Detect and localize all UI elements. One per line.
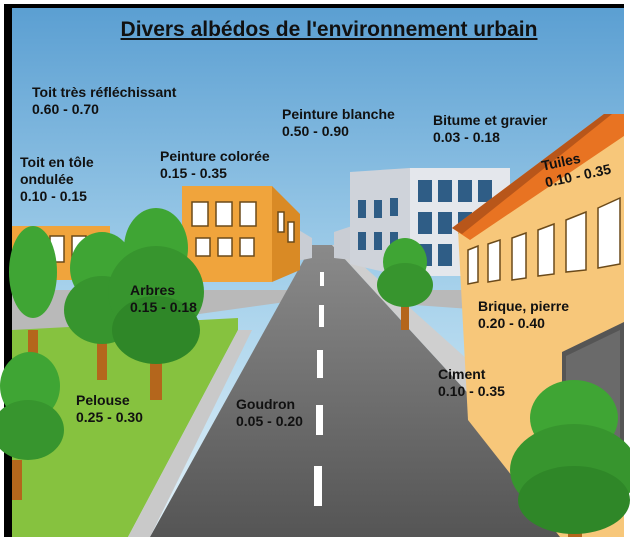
lawn-curb <box>128 330 252 537</box>
tar-range: 0.05 - 0.20 <box>236 413 303 429</box>
metal-roof-name-line1: Toit en tôle <box>20 154 94 170</box>
label-reflective-roof: Toit très réfléchissant 0.60 - 0.70 <box>32 84 176 118</box>
road <box>150 245 600 537</box>
trees-name: Arbres <box>130 282 176 298</box>
reflective-roof-range: 0.60 - 0.70 <box>32 101 99 117</box>
lawn-range: 0.25 - 0.30 <box>76 409 143 425</box>
tree-left-front <box>108 208 204 400</box>
metal-roof-name-line2: ondulée <box>20 171 74 187</box>
far-wall <box>334 226 352 260</box>
bitumen-gravel-range: 0.03 - 0.18 <box>433 129 500 145</box>
brick-stone-name: Brique, pierre <box>478 298 570 314</box>
tiled-roof-edge <box>452 114 612 234</box>
label-brick-stone: Brique, pierre 0.20 - 0.40 <box>478 298 569 332</box>
trees-range: 0.15 - 0.18 <box>130 299 197 315</box>
colored-paint-name: Peinture colorée <box>160 148 270 164</box>
label-metal-roof: Toit en tôle ondulée 0.10 - 0.15 <box>20 154 94 205</box>
bitumen-gravel-name: Bitume et gravier <box>433 112 548 128</box>
label-trees: Arbres 0.15 - 0.18 <box>130 282 197 316</box>
road-dash <box>317 350 323 378</box>
colored-paint-range: 0.15 - 0.35 <box>160 165 227 181</box>
white-paint-name: Peinture blanche <box>282 106 395 122</box>
white-paint-range: 0.50 - 0.90 <box>282 123 349 139</box>
brick-house-windows <box>467 196 621 285</box>
label-lawn: Pelouse 0.25 - 0.30 <box>76 392 143 426</box>
tiled-roof <box>452 114 624 240</box>
cement-name: Ciment <box>438 366 486 382</box>
label-tar: Goudron 0.05 - 0.20 <box>236 396 303 430</box>
tar-name: Goudron <box>236 396 296 412</box>
road-dash <box>316 405 323 435</box>
tree-left-back <box>9 226 57 370</box>
label-bitumen-gravel: Bitume et gravier 0.03 - 0.18 <box>433 112 547 146</box>
label-cement: Ciment 0.10 - 0.35 <box>438 366 505 400</box>
diagram-title: Divers albédos de l'environnement urbain <box>120 18 538 41</box>
colored-building-side <box>272 186 300 282</box>
lawn <box>12 318 238 537</box>
colored-building-windows <box>191 201 295 257</box>
tree-left-bottom <box>0 352 64 500</box>
label-white-paint: Peinture blanche 0.50 - 0.90 <box>282 106 395 140</box>
label-colored-paint: Peinture colorée 0.15 - 0.35 <box>160 148 270 182</box>
reflective-roof-name: Toit très réfléchissant <box>32 84 177 100</box>
tree-right-small <box>377 238 433 330</box>
brick-stone-range: 0.20 - 0.40 <box>478 315 545 331</box>
lawn-name: Pelouse <box>76 392 130 408</box>
cement-range: 0.10 - 0.35 <box>438 383 505 399</box>
road-dash <box>314 466 322 506</box>
tree-right-large <box>510 380 630 537</box>
road-dash <box>319 305 324 327</box>
road-dash <box>320 272 324 286</box>
metal-roof-range: 0.10 - 0.15 <box>20 188 87 204</box>
